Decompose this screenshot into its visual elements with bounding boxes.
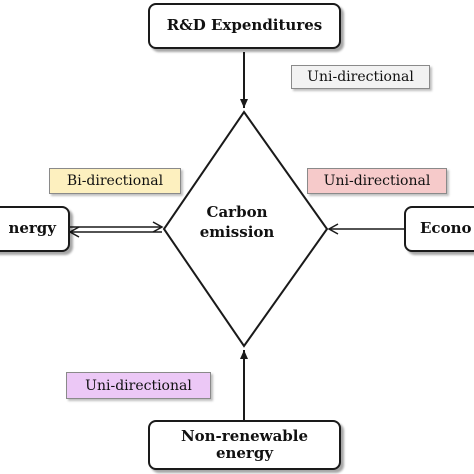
node-renewable-label: nergy (8, 219, 56, 238)
node-rd-label: R&D Expenditures (166, 16, 323, 35)
relation-tag-bottom: Uni-directional (66, 372, 211, 399)
relation-tag-bottom-label: Uni-directional (85, 377, 192, 394)
carbon-emission-label: Carbon emission (187, 203, 287, 242)
carbon-emission-diamond (162, 110, 329, 348)
relation-tag-left-label: Bi-directional (66, 173, 164, 189)
node-nonrenewable-energy: Non-renewable energy (148, 420, 341, 470)
relation-tag-left: Bi-directional (49, 168, 181, 194)
relation-tag-right: Uni-directional (307, 168, 447, 194)
relation-tag-top: Uni-directional (291, 65, 430, 89)
relation-tag-top-label: Uni-directional (307, 69, 414, 85)
node-nonrenewable-line2: energy (215, 444, 274, 462)
carbon-emission-line2: emission (199, 222, 275, 241)
relation-tag-right-label: Uni-directional (323, 173, 431, 189)
node-nonrenewable-line1: Non-renewable (180, 426, 309, 445)
node-renewable-energy: nergy (0, 206, 70, 252)
node-economic-label: Econo (420, 219, 472, 238)
node-economic: Econo (404, 206, 474, 252)
node-rd-expenditures: R&D Expenditures (148, 3, 341, 49)
carbon-emission-line1: Carbon (206, 203, 268, 221)
